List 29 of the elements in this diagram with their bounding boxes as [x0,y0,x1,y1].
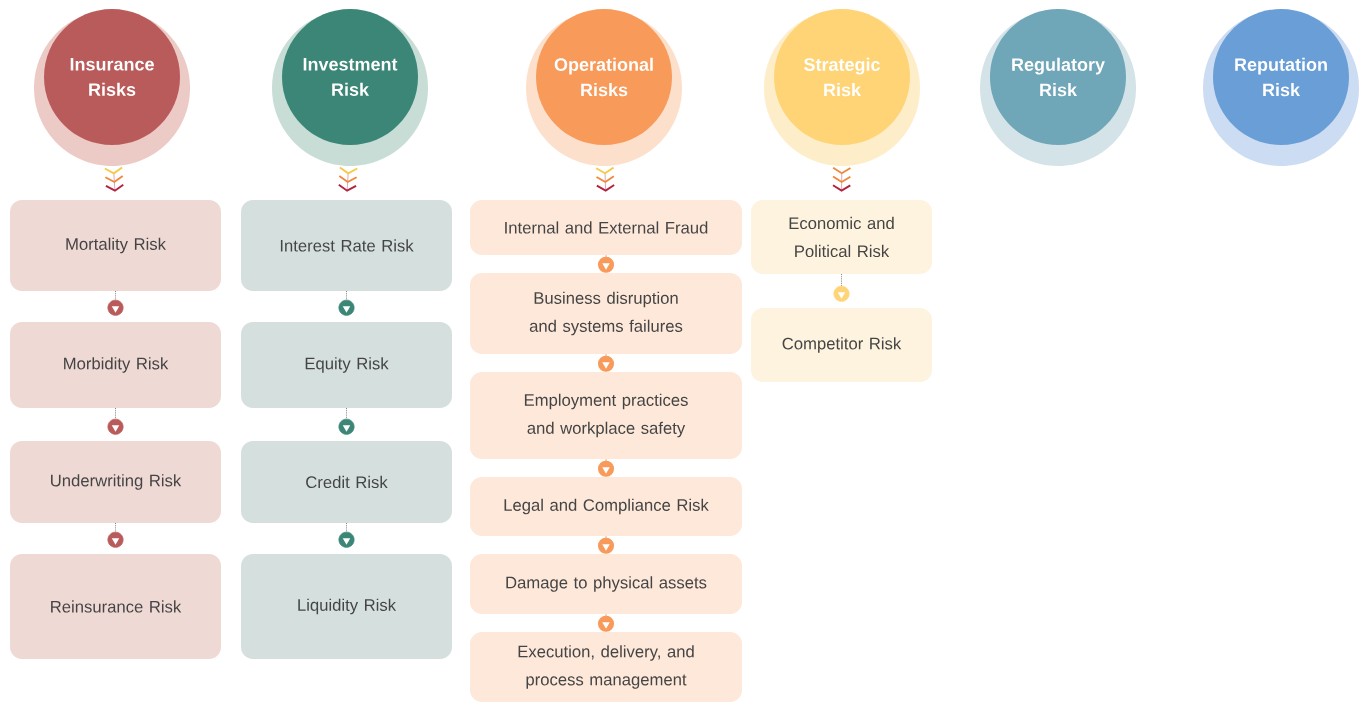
risk-box: Underwriting Risk [10,441,221,523]
arrow-connector [338,290,355,316]
risk-box: Reinsurance Risk [10,554,221,659]
risk-box: Internal and External Fraud [470,200,742,255]
risk-box: Legal and Compliance Risk [470,477,742,536]
arrow-connector [833,273,850,302]
risk-box: Damage to physical assets [470,554,742,614]
arrow-connector [107,522,124,548]
risk-box: Employment practices and workplace safety [470,372,742,459]
risk-box: Interest Rate Risk [241,200,452,291]
arrow-connector [107,290,124,316]
arrow-connector [107,407,124,435]
chevron-arrow [832,166,852,192]
risk-box: Competitor Risk [751,308,932,382]
arrow-connector [598,535,614,554]
risk-box: Business disruption and systems failures [470,273,742,354]
risk-box: Morbidity Risk [10,322,221,408]
risk-box: Economic and Political Risk [751,200,932,274]
arrow-connector [338,407,355,435]
risk-box: Mortality Risk [10,200,221,291]
arrow-connector [598,613,614,632]
risk-box: Liquidity Risk [241,554,452,659]
arrow-connector [338,522,355,548]
risk-box: Credit Risk [241,441,452,523]
arrow-connector [598,254,614,273]
arrow-connector [598,353,614,372]
risk-box: Equity Risk [241,322,452,408]
arrow-connector [598,458,614,477]
risk-box: Execution, delivery, and process management [470,632,742,702]
